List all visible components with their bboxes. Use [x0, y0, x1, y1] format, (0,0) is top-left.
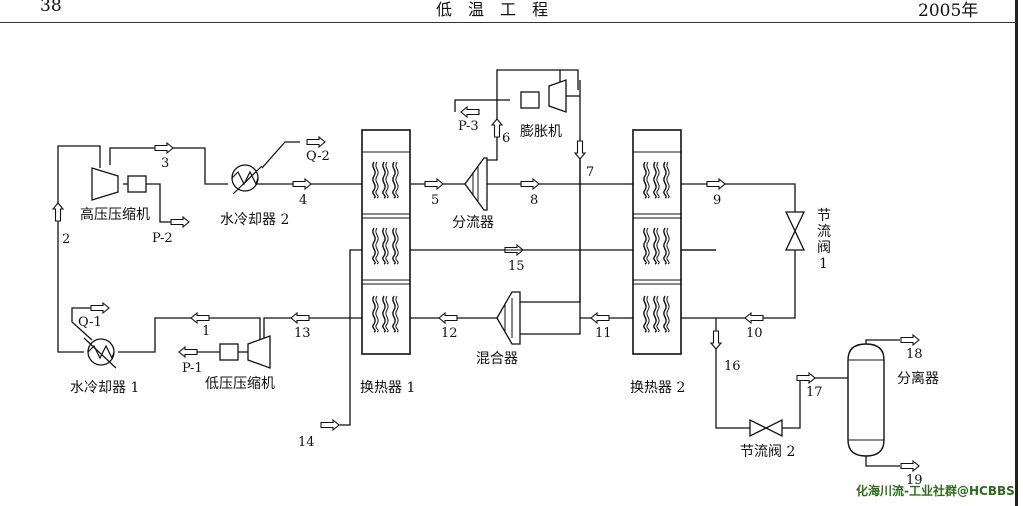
lp-compressor — [219, 335, 271, 369]
stream-9: 9 — [713, 193, 721, 208]
label-throttle-valve-1-c: 阀 — [817, 240, 831, 256]
stream-19: 19 — [906, 473, 923, 488]
stream-8: 8 — [530, 193, 538, 208]
watermark: 化海川流-工业社群@HCBBS — [856, 483, 1015, 498]
label-expander: 膨胀机 — [520, 123, 562, 140]
stream-17: 17 — [806, 385, 823, 400]
heat-exchanger-1 — [361, 129, 411, 355]
stream-14: 14 — [298, 435, 315, 450]
stream-5: 5 — [431, 193, 439, 208]
separator-vessel — [847, 343, 885, 457]
stream-12: 12 — [441, 326, 458, 341]
label-throttle-valve-1-b: 流 — [817, 224, 831, 240]
page-number: 38 — [40, 0, 62, 16]
label-throttle-valve-1-d: 1 — [819, 256, 828, 272]
stream-15: 15 — [508, 259, 525, 274]
stream-18: 18 — [906, 347, 923, 362]
stream-16: 16 — [724, 359, 741, 374]
label-p2: P-2 — [152, 231, 173, 246]
label-splitter: 分流器 — [452, 215, 494, 231]
label-p3: P-3 — [458, 119, 479, 134]
label-mixer: 混合器 — [476, 351, 518, 367]
heat-exchanger-2 — [632, 129, 682, 355]
water-cooler-2 — [231, 164, 263, 195]
stream-11: 11 — [595, 326, 612, 341]
label-q2: Q-2 — [306, 149, 330, 164]
label-hx1: 换热器 1 — [360, 379, 415, 396]
mixer — [496, 291, 521, 345]
throttle-valve-2 — [749, 418, 783, 438]
label-q1: Q-1 — [78, 315, 102, 330]
hp-compressor — [91, 167, 147, 201]
stream-4: 4 — [299, 193, 307, 208]
stream-13: 13 — [294, 326, 311, 341]
stream-6: 6 — [502, 131, 510, 146]
label-separator: 分离器 — [897, 370, 939, 387]
label-water-cooler-2: 水冷却器 2 — [220, 212, 289, 228]
label-throttle-valve-1-a: 节 — [817, 208, 831, 224]
year: 2005年 — [918, 1, 979, 21]
journal-title: 低温工程 — [436, 0, 565, 19]
label-p1: P-1 — [182, 361, 203, 376]
label-throttle-valve-2: 节流阀 2 — [740, 444, 795, 460]
page-header: 38 低温工程 2005年 — [0, 0, 1016, 23]
splitter — [464, 157, 488, 211]
label-lp-compressor: 低压压缩机 — [205, 376, 275, 392]
label-hp-compressor: 高压压缩机 — [80, 206, 150, 223]
label-water-cooler-1: 水冷却器 1 — [70, 380, 139, 396]
stream-7: 7 — [586, 165, 594, 180]
stream-1: 1 — [202, 324, 210, 339]
stream-3: 3 — [161, 156, 169, 171]
stream-10: 10 — [746, 326, 763, 341]
label-hx2: 换热器 2 — [630, 379, 685, 396]
stream-2: 2 — [62, 232, 70, 247]
water-cooler-1 — [83, 337, 117, 369]
expander — [520, 79, 567, 113]
throttle-valve-1 — [784, 211, 806, 251]
